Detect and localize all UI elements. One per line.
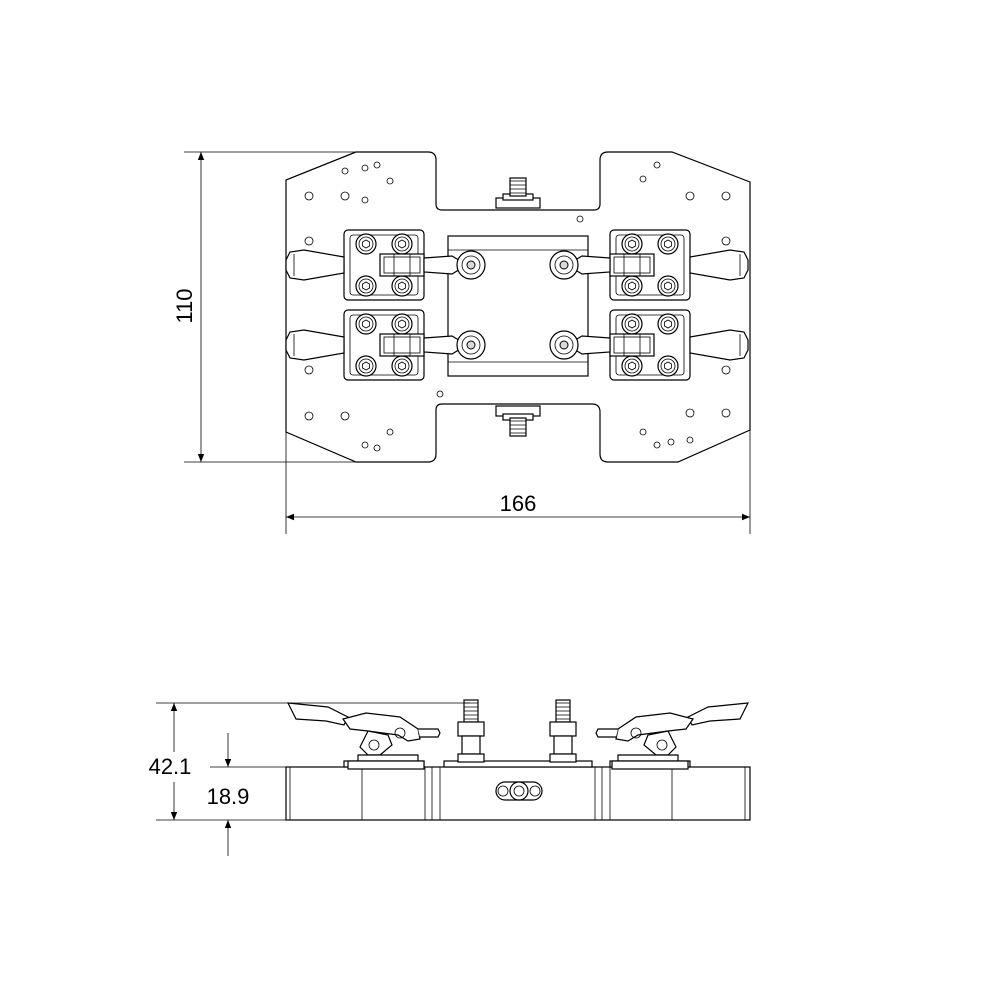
dimension-label-height: 110 xyxy=(172,288,197,323)
side-clamp-left xyxy=(287,702,441,770)
stud-bottom xyxy=(495,405,541,437)
dimension-label-overall-height: 42.1 xyxy=(149,754,192,779)
dimension-label-base-height: 18.9 xyxy=(207,784,250,809)
side-clamp-right xyxy=(595,702,749,770)
stud-top xyxy=(495,177,541,209)
dimension-label-width: 166 xyxy=(500,491,537,516)
plate-holes-left xyxy=(304,161,394,452)
side-stud-right xyxy=(549,699,577,763)
top-view: 110 166 xyxy=(172,151,751,534)
side-center-fitting xyxy=(495,781,543,801)
dimension-height: 110 xyxy=(172,151,356,463)
dimension-base-height: 18.9 xyxy=(207,733,286,856)
plate-holes-right xyxy=(436,161,731,449)
side-stud-left xyxy=(457,699,485,763)
dimension-overall-height: 42.1 xyxy=(149,702,470,821)
side-view: 42.1 18.9 xyxy=(149,699,751,856)
dimension-width: 166 xyxy=(285,430,751,534)
